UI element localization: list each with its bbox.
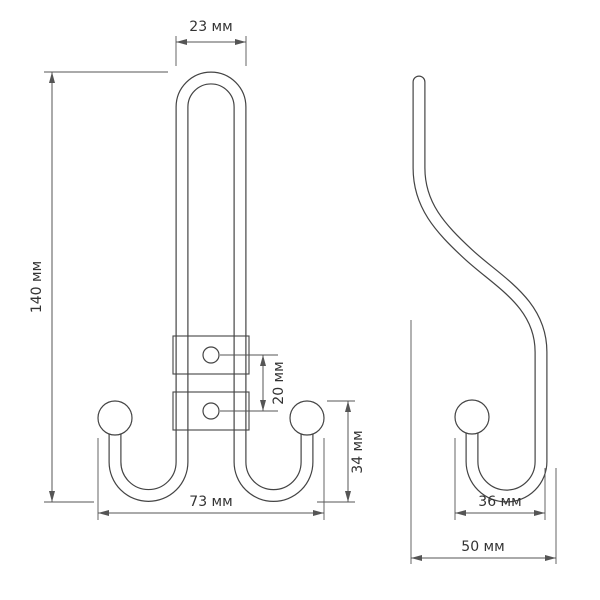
- screw-hole-lower: [202, 402, 220, 420]
- dimension-height-label: 140 мм: [29, 261, 45, 313]
- dimension-top-width: 23 мм: [175, 19, 247, 66]
- dimension-height: 140 мм: [29, 71, 168, 503]
- hook-wire-side: [412, 75, 548, 503]
- dimension-side-total-depth-label: 50 мм: [461, 539, 504, 555]
- dimension-bottom-width: 73 мм: [97, 438, 325, 520]
- front-view: [97, 71, 325, 502]
- dimension-hook-height-label: 34 мм: [350, 430, 366, 473]
- hook-wire-side-inner: [413, 76, 547, 502]
- dimension-side-hook-depth-label: 36 мм: [478, 494, 521, 510]
- dimension-side-total-depth: 50 мм: [410, 320, 557, 564]
- screw-hole-upper: [202, 346, 220, 364]
- ball-tip-left: [97, 400, 133, 436]
- side-view: [412, 75, 548, 503]
- hook-wire-front: [108, 71, 314, 502]
- hook-wire-front-inner: [109, 72, 313, 501]
- ball-tip-side: [454, 399, 490, 435]
- dimension-hole-spacing: 20 мм: [220, 354, 287, 412]
- ball-tip-right: [289, 400, 325, 436]
- dimension-hook-height: 34 мм: [317, 400, 366, 503]
- dimension-side-hook-depth: 36 мм: [454, 438, 546, 520]
- dimension-bottom-width-label: 73 мм: [189, 494, 232, 510]
- dimension-top-width-label: 23 мм: [189, 19, 232, 35]
- dimension-hole-spacing-label: 20 мм: [271, 361, 287, 404]
